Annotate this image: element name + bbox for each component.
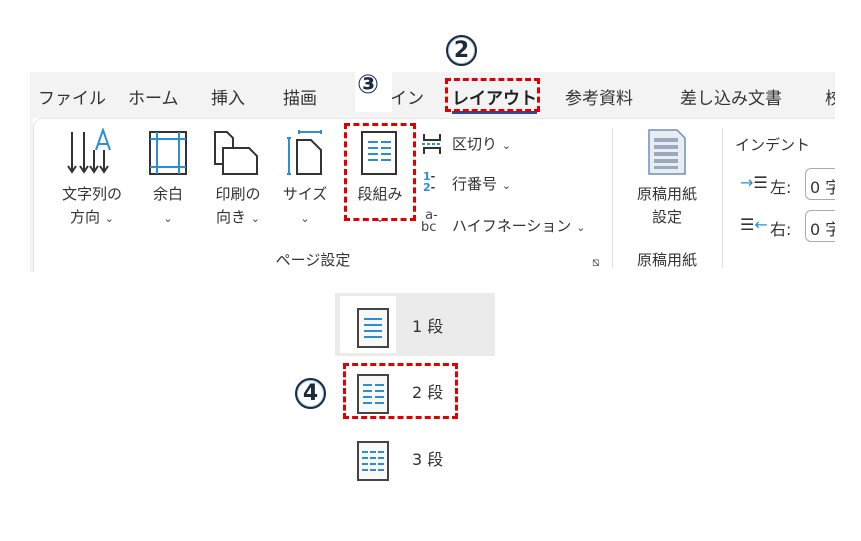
group-separator (612, 128, 613, 268)
highlight-columns-button (344, 123, 416, 221)
tab-layout[interactable]: レイアウト (452, 84, 537, 114)
tab-home[interactable]: ホーム (128, 89, 179, 109)
clip-mask (835, 118, 861, 278)
annotation-step4: ④4 (295, 378, 326, 409)
size-button[interactable]: サイズ⌄ (282, 185, 328, 225)
margins-button[interactable]: 余白⌄ (152, 185, 183, 225)
columns-option-one[interactable]: 1 段 (335, 293, 495, 356)
columns-option-two[interactable]: 2 段 (335, 359, 495, 422)
ribbon-tab-bar: ファイル ホーム 挿入 描画 イン レイアウト 参考資料 差し込み文書 校 (30, 72, 835, 118)
genko-settings-button[interactable]: 原稿用紙設定 (636, 185, 697, 226)
text-direction-icon[interactable] (66, 128, 116, 176)
dialog-launcher-icon[interactable]: ⧅ (592, 255, 600, 269)
orientation-button[interactable]: 印刷の向き ⌄ (215, 185, 261, 226)
orientation-icon[interactable] (213, 130, 261, 176)
size-icon[interactable] (285, 128, 325, 176)
menu-label: 1 段 (412, 317, 444, 336)
highlight-two-columns (343, 363, 458, 419)
tab-mailings[interactable]: 差し込み文書 (680, 89, 782, 109)
genko-paper-icon[interactable] (647, 128, 687, 176)
highlight-layout-tab (445, 78, 540, 112)
tab-references[interactable]: 参考資料 (565, 89, 633, 109)
group-label-genko: 原稿用紙 (636, 251, 697, 269)
columns-option-three[interactable]: 3 段 (335, 426, 495, 489)
breaks-icon (422, 134, 442, 154)
annotation-mask (355, 68, 392, 112)
breaks-button[interactable]: 区切り ⌄ (452, 135, 512, 153)
group-label-page-setup: ページ設定 (275, 251, 351, 269)
annotation-step2: ②2 (446, 35, 477, 66)
hyphenation-icon: a-bc (421, 208, 438, 235)
indent-title: インデント (735, 136, 811, 154)
line-numbers-icon: 1-2- (423, 170, 436, 194)
text-direction-button[interactable]: 文字列の方向 ⌄ (61, 185, 122, 226)
indent-right-icon: ☰← (740, 215, 768, 234)
line-numbers-button[interactable]: 行番号 ⌄ (452, 175, 512, 193)
indent-left-icon: →☰ (740, 173, 768, 192)
indent-left-label: 左: (770, 178, 792, 197)
one-column-icon (357, 308, 389, 348)
hyphenation-button[interactable]: ハイフネーション ⌄ (452, 217, 586, 235)
three-columns-icon (357, 441, 389, 481)
ribbon-edge (30, 118, 33, 272)
tab-file[interactable]: ファイル (38, 89, 106, 109)
annotation-step3: ③ (357, 70, 380, 100)
columns-icon[interactable] (360, 130, 398, 176)
menu-label: 2 段 (412, 383, 444, 402)
tab-insert[interactable]: 挿入 (211, 89, 245, 109)
margins-icon[interactable] (148, 130, 188, 176)
menu-label: 3 段 (412, 450, 444, 469)
tab-review[interactable]: 校 (825, 89, 835, 109)
group-separator (722, 128, 723, 268)
tab-draw[interactable]: 描画 (283, 89, 317, 109)
tab-design[interactable]: イン (390, 89, 424, 109)
two-columns-icon (357, 374, 389, 414)
indent-right-label: 右: (770, 220, 792, 239)
